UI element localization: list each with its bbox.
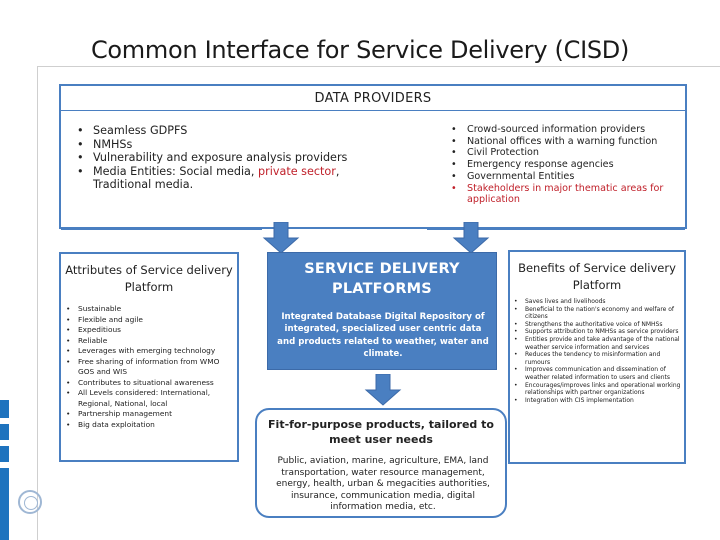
data-providers-title: DATA PROVIDERS	[314, 91, 432, 106]
service-delivery-description: Integrated Database Digital Repository o…	[277, 312, 489, 360]
benefits-title: Benefits of Service delivery Platform	[518, 261, 676, 292]
list-item: Reliable	[65, 336, 235, 347]
list-item: Governmental Entities	[449, 171, 685, 183]
list-item: Expeditious	[65, 325, 235, 336]
fit-for-purpose-title: Fit-for-purpose products, tailored to me…	[268, 418, 494, 446]
list-item: Leverages with emerging technology	[65, 346, 235, 357]
down-arrow-icon	[262, 222, 300, 254]
slide-title: Common Interface for Service Delivery (C…	[90, 36, 630, 64]
attributes-list: Sustainable Flexible and agile Expeditio…	[65, 304, 235, 430]
list-item: Vulnerability and exposure analysis prov…	[75, 151, 360, 165]
attributes-box: Attributes of Service delivery Platform …	[59, 252, 239, 462]
benefits-list: Saves lives and livelihoods Beneficial t…	[513, 298, 683, 404]
list-item: All Levels considered: International, Re…	[65, 388, 235, 409]
right-column-underline	[427, 228, 685, 230]
list-item: Flexible and agile	[65, 315, 235, 326]
fit-for-purpose-box: Fit-for-purpose products, tailored to me…	[255, 408, 507, 518]
list-item: Free sharing of information from WMO GOS…	[65, 357, 235, 378]
un-emblem-icon	[18, 490, 42, 514]
list-item: Improves communication and dissemination…	[513, 366, 683, 381]
list-item: Strengthens the authoritative voice of N…	[513, 321, 683, 329]
data-providers-right-list: Crowd-sourced information providers Nati…	[449, 124, 685, 206]
data-providers-box: DATA PROVIDERS Seamless GDPFS NMHSs Vuln…	[59, 84, 687, 229]
list-item: National offices with a warning function	[449, 136, 685, 148]
list-item: Sustainable	[65, 304, 235, 315]
attributes-title: Attributes of Service delivery Platform	[65, 263, 233, 294]
data-providers-left-list: Seamless GDPFS NMHSs Vulnerability and e…	[75, 124, 360, 192]
list-item: Crowd-sourced information providers	[449, 124, 685, 136]
list-item: Media Entities: Social media, private se…	[75, 165, 360, 192]
side-accent-bar	[0, 400, 9, 540]
list-item: Emergency response agencies	[449, 159, 685, 171]
list-item: Beneficial to the nation's economy and w…	[513, 306, 683, 321]
down-arrow-icon	[364, 374, 402, 406]
list-item: Stakeholders in major thematic areas for…	[449, 183, 685, 206]
list-item: Supports attribution to NMHSs as service…	[513, 328, 683, 336]
list-item: Reduces the tendency to misinformation a…	[513, 351, 683, 366]
down-arrow-icon	[452, 222, 490, 254]
list-item: Integration with CIS implementation	[513, 397, 683, 405]
highlighted-text: private sector	[258, 164, 336, 178]
content-frame	[37, 66, 720, 540]
left-column-underline	[61, 228, 262, 230]
list-item: Saves lives and livelihoods	[513, 298, 683, 306]
list-item: NMHSs	[75, 138, 360, 152]
list-item: Seamless GDPFS	[75, 124, 360, 138]
service-delivery-platforms-box: SERVICE DELIVERY PLATFORMS Integrated Da…	[267, 252, 497, 370]
service-delivery-title: SERVICE DELIVERY PLATFORMS	[304, 261, 460, 297]
list-item: Big data exploitation	[65, 420, 235, 431]
fit-for-purpose-description: Public, aviation, marine, agriculture, E…	[276, 456, 490, 513]
list-item: Partnership management	[65, 409, 235, 420]
list-item: Contributes to situational awareness	[65, 378, 235, 389]
list-item: Encourages/improves links and operationa…	[513, 382, 683, 397]
data-providers-divider	[61, 110, 685, 111]
benefits-box: Benefits of Service delivery Platform Sa…	[508, 250, 686, 464]
list-item: Civil Protection	[449, 147, 685, 159]
list-item: Entities provide and take advantage of t…	[513, 336, 683, 351]
